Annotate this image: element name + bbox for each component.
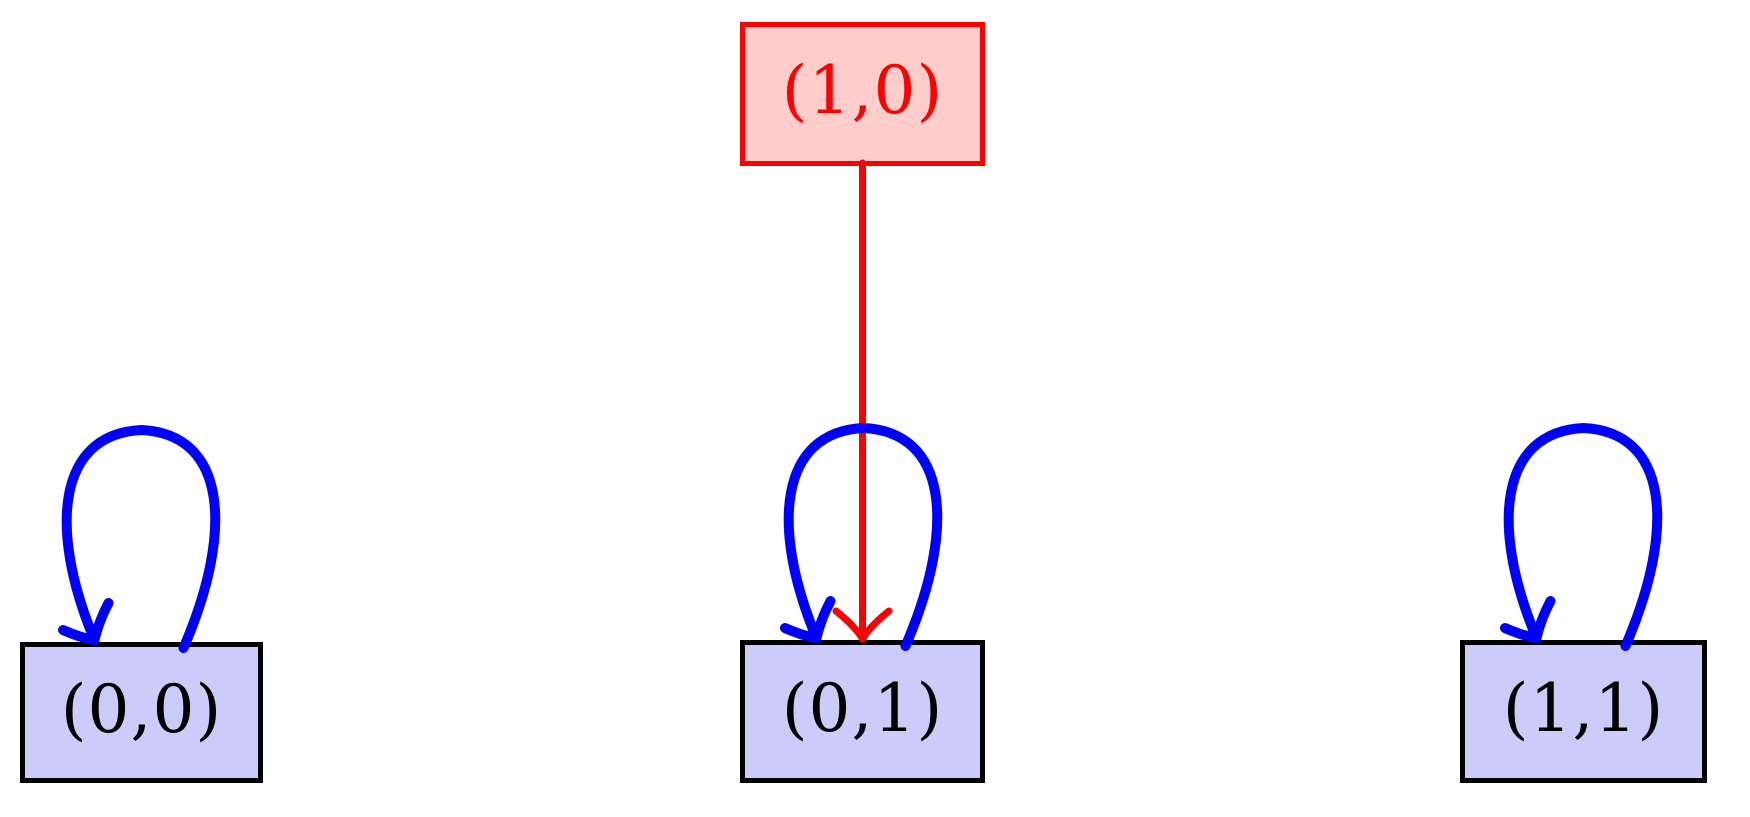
state-node-1-1: (1,1) [1460, 640, 1707, 783]
state-label-1-0: (1,0) [781, 52, 944, 129]
self-loop-curve [1503, 422, 1663, 651]
self-loop-curve [783, 422, 943, 651]
transition-edge-1-0-to-0-1 [832, 159, 893, 643]
arrowhead-loop-icon [1500, 596, 1556, 643]
self-loop-edge-0-0 [58, 424, 221, 653]
state-label-0-0: (0,0) [60, 670, 223, 748]
arrowhead-loop-icon [780, 596, 836, 643]
state-node-0-0: (0,0) [20, 642, 263, 783]
arrowhead-loop-icon [58, 598, 114, 645]
self-loop-edge-0-1 [780, 422, 943, 651]
self-loop-edge-1-1 [1500, 422, 1663, 651]
state-label-0-1: (0,1) [781, 669, 944, 747]
state-label-1-1: (1,1) [1502, 669, 1665, 747]
self-loop-curve [61, 424, 221, 653]
state-node-0-1: (0,1) [740, 640, 985, 783]
state-node-1-0: (1,0) [740, 22, 985, 166]
arrowhead-down-icon [832, 607, 893, 643]
